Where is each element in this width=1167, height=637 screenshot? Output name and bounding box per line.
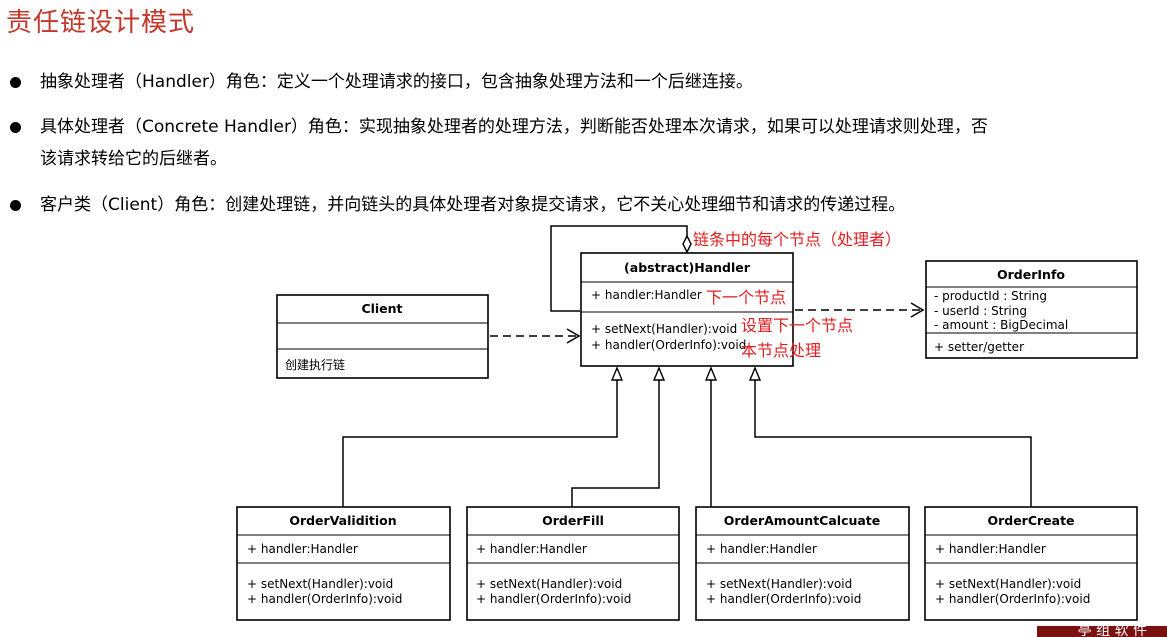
ordervalidition-operation-handler: + handler(OrderInfo):void (247, 592, 402, 606)
aggregation-diamond (682, 234, 692, 254)
subclass-orderfill: OrderFill + handler:Handler + setNext(Ha… (466, 506, 680, 621)
orderinfo-attribute-userid: - userId : String (934, 304, 1027, 318)
ordercreate-attribute: + handler:Handler (935, 542, 1046, 556)
handler-operation-handler: + handler(OrderInfo):void (591, 338, 746, 352)
bullet-text: 具体处理者（Concrete Handler）角色：实现抽象处理者的处理方法，判… (40, 117, 988, 137)
orderinfo-operation: + setter/getter (934, 340, 1024, 354)
bullet-handler-role: 抽象处理者（Handler）角色：定义一个处理请求的接口，包含抽象处理方法和一个… (8, 66, 1167, 98)
ordervalidition-operation-setnext: + setNext(Handler):void (247, 577, 393, 591)
bullet-client-role: 客户类（Client）角色：创建处理链，并向链头的具体处理者对象提交请求，它不关… (8, 189, 1167, 221)
orderinfo-attribute-amount: - amount : BigDecimal (934, 318, 1068, 332)
ordercreate-operation-setnext: + setNext(Handler):void (935, 577, 1081, 591)
bullet-text-continued: 该请求转给它的后继者。 (40, 149, 227, 169)
subclass-ordervalidition: OrderValidition + handler:Handler + setN… (236, 506, 451, 621)
subclass-orderamountcalcuate: OrderAmountCalcuate + handler:Handler + … (695, 506, 910, 621)
orderfill-class-name: OrderFill (542, 513, 604, 528)
client-class: Client 创建执行链 (276, 294, 489, 379)
inheritance-lines (342, 366, 1032, 507)
dependency-arrowhead (910, 302, 925, 318)
bullet-concrete-handler-role: 具体处理者（Concrete Handler）角色：实现抽象处理者的处理方法，判… (8, 111, 1167, 175)
orderamountcalcuate-operation-setnext: + setNext(Handler):void (706, 577, 852, 591)
orderinfo-class-name: OrderInfo (997, 267, 1065, 282)
handler-operation-setnext: + setNext(Handler):void (591, 322, 737, 336)
bullet-text: 客户类（Client）角色：创建处理链，并向链头的具体处理者对象提交请求，它不关… (40, 195, 906, 215)
ordervalidition-class-name: OrderValidition (289, 513, 396, 528)
orderamountcalcuate-attribute: + handler:Handler (706, 542, 817, 556)
ordervalidition-attribute: + handler:Handler (247, 542, 358, 556)
orderfill-operation-handler: + handler(OrderInfo):void (476, 592, 631, 606)
orderamountcalcuate-operation-handler: + handler(OrderInfo):void (706, 592, 861, 606)
client-operation: 创建执行链 (285, 357, 345, 372)
bullet-dot (10, 77, 21, 88)
self-association-line (550, 225, 688, 312)
ordercreate-class-name: OrderCreate (987, 513, 1074, 528)
bullet-dot (10, 200, 21, 211)
bullet-dot (10, 122, 21, 133)
dependency-arrowhead (566, 328, 581, 344)
annotation-next-node: 下一个节点 (706, 288, 786, 307)
orderinfo-attribute-productid: - productId : String (934, 289, 1047, 303)
orderinfo-class: OrderInfo - productId : String - userId … (925, 260, 1138, 359)
orderfill-attribute: + handler:Handler (476, 542, 587, 556)
annotation-set-next: 设置下一个节点 (741, 316, 853, 335)
client-class-name: Client (361, 301, 402, 316)
handler-class: (abstract)Handler + handler:Handler + se… (580, 252, 794, 367)
corner-brand-banner: 亭 组 软 件 (1037, 626, 1167, 637)
annotation-this-node: 本节点处理 (741, 341, 821, 360)
ordercreate-operation-handler: + handler(OrderInfo):void (935, 592, 1090, 606)
page-title: 责任链设计模式 (6, 8, 196, 38)
handler-class-name: (abstract)Handler (624, 260, 751, 275)
orderfill-operation-setnext: + setNext(Handler):void (476, 577, 622, 591)
corner-brand-text: 亭 组 软 件 (1077, 626, 1147, 637)
subclass-ordercreate: OrderCreate + handler:Handler + setNext(… (924, 506, 1138, 621)
handler-attribute: + handler:Handler (591, 288, 702, 302)
annotation-chain-node: 链条中的每个节点（处理者） (693, 230, 901, 249)
orderamountcalcuate-class-name: OrderAmountCalcuate (724, 513, 881, 528)
bullet-text: 抽象处理者（Handler）角色：定义一个处理请求的接口，包含抽象处理方法和一个… (40, 72, 753, 92)
